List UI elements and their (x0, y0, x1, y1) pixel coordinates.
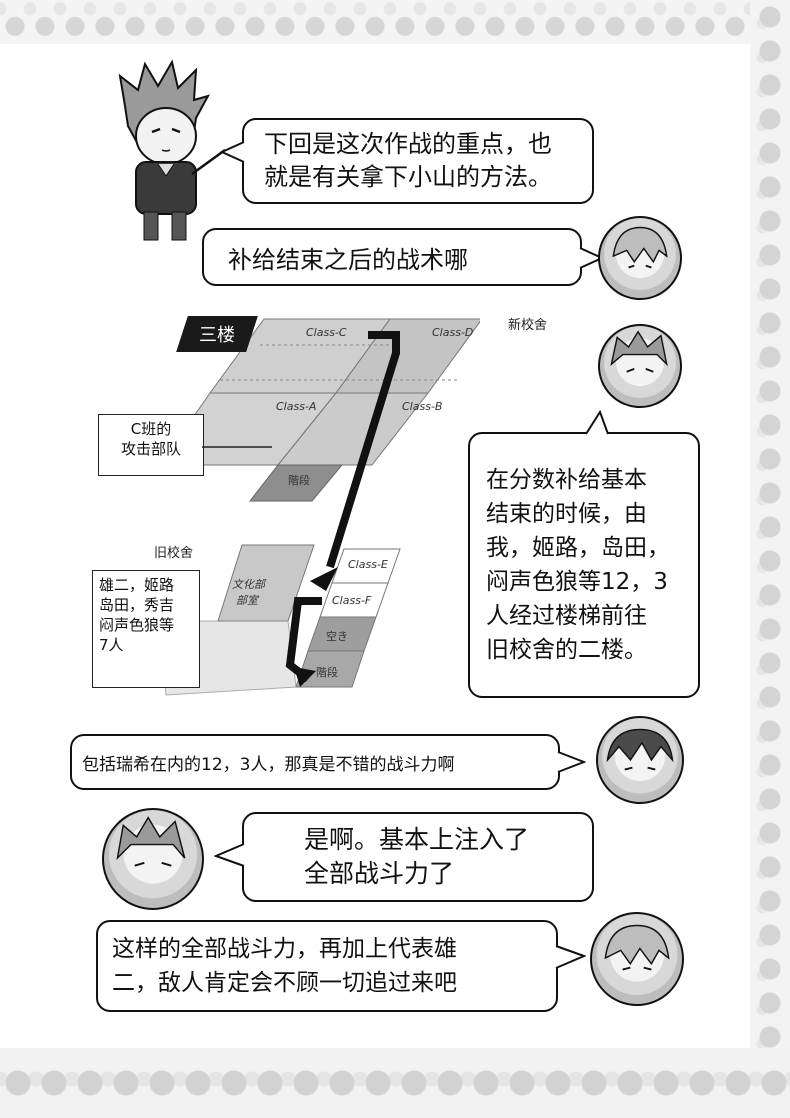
bubble-5-tail (214, 843, 245, 867)
f-team-line-4: 7人 (99, 636, 124, 654)
bubble-3-line-2: 结束的时候，由 (486, 501, 647, 527)
bubble-6-line-2: 二，敌人肯定会不顾一切追过来吧 (112, 970, 457, 996)
bubble-3-line-6: 旧校舍的二楼。 (486, 637, 647, 663)
bubble-1-line-1: 下回是这次作战的重点，也 (264, 130, 552, 158)
speech-bubble-3: 在分数补给基本 结束的时候，由 我，姬路，岛田， 闷声色狼等12，3 人经过楼梯… (468, 432, 700, 698)
avatar-boy-dark (596, 716, 684, 804)
label-empty-room: 空き (326, 630, 348, 643)
f-team-line-1: 雄二，姬路 (99, 576, 175, 594)
bubble-4-line-1: 包括瑞希在内的12，3人，那真是不错的战斗力啊 (82, 754, 455, 775)
label-old-building: 旧校舍 (154, 546, 194, 561)
label-stairs-top: 階段 (288, 474, 310, 487)
avatar-boy-middle (598, 324, 682, 408)
c-team-line-1: C班的 (130, 420, 172, 438)
speech-bubble-6: 这样的全部战斗力，再加上代表雄 二，敌人肯定会不顾一切追过来吧 (96, 920, 558, 1012)
speech-bubble-1: 下回是这次作战的重点，也 就是有关拿下小山的方法。 (242, 118, 594, 204)
avatar-girl-top (598, 216, 682, 300)
bubble-5-line-2: 全部战斗力了 (304, 859, 455, 888)
f-team-line-3: 闷声色狼等 (99, 616, 175, 634)
c-team-pointer (202, 446, 272, 448)
bubble-4-tail (557, 751, 586, 773)
lace-border-bottom (0, 1048, 790, 1118)
label-culture-1: 文化部 (232, 578, 265, 591)
c-team-line-2: 攻击部队 (120, 440, 181, 458)
label-class-e: Class-E (348, 558, 388, 571)
avatar-boy-left (102, 808, 204, 910)
route-arrow (326, 331, 400, 569)
lace-border-right (750, 0, 790, 1118)
avatar-girl-bottom (590, 912, 684, 1006)
bubble-6-line-1: 这样的全部战斗力，再加上代表雄 (112, 936, 457, 962)
c-team-label: C班的 攻击部队 (98, 414, 204, 476)
lace-border-top (0, 0, 790, 44)
bubble-3-line-1: 在分数补给基本 (486, 467, 647, 493)
school-map-diagram (160, 318, 480, 696)
label-class-f: Class-F (332, 594, 372, 607)
bubble-3-tail (585, 410, 609, 435)
label-class-b: Class-B (402, 400, 443, 413)
bubble-6-tail (555, 945, 586, 969)
bubble-3-line-5: 人经过楼梯前往 (486, 603, 647, 629)
label-culture-2: 部室 (236, 594, 258, 607)
bubble-1-line-2: 就是有关拿下小山的方法。 (264, 163, 552, 191)
room-class-b (276, 392, 430, 466)
bubble-2-line-1: 补给结束之后的战术哪 (228, 245, 468, 274)
room-stairs-top (248, 464, 344, 502)
floor-tag: 三楼 (176, 316, 258, 352)
label-class-d: Class-D (432, 326, 474, 339)
bubble-1-tail (220, 141, 245, 163)
speech-bubble-2: 补给结束之后的战术哪 (202, 228, 582, 286)
speech-bubble-5: 是啊。基本上注入了 全部战斗力了 (242, 812, 594, 902)
label-class-c: Class-C (306, 326, 347, 339)
speech-bubble-4: 包括瑞希在内的12，3人，那真是不错的战斗力啊 (70, 734, 560, 790)
f-team-label: 雄二，姬路 岛田，秀吉 闷声色狼等 7人 (92, 570, 200, 688)
bubble-3-line-4: 闷声色狼等12，3 (486, 569, 668, 595)
f-team-line-2: 岛田，秀吉 (99, 596, 175, 614)
label-stairs-bottom: 階段 (316, 666, 338, 679)
bubble-3-line-3: 我，姬路，岛田， (486, 535, 670, 561)
label-class-a: Class-A (276, 400, 317, 413)
label-new-building: 新校舍 (508, 318, 548, 333)
character-pointer-figure (118, 59, 226, 241)
bubble-5-line-1: 是啊。基本上注入了 (304, 825, 530, 854)
